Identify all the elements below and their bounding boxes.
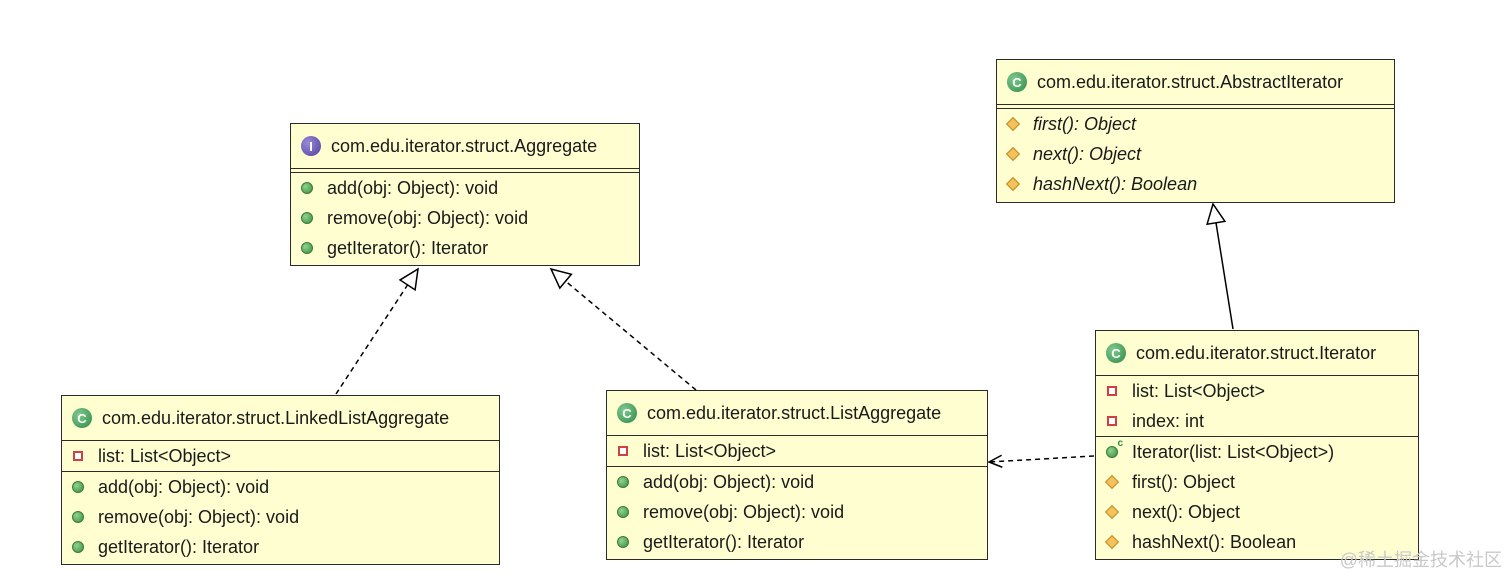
divider [997, 104, 1394, 109]
method-row: next(): Object [997, 139, 1394, 169]
field-row: list: List<Object> [1096, 376, 1418, 406]
class-name: com.edu.iterator.struct.AbstractIterator [1037, 71, 1344, 92]
method-row: Iterator(list: List<Object>) [1096, 437, 1418, 467]
divider [1096, 375, 1418, 376]
class-header: C com.edu.iterator.struct.AbstractIterat… [997, 60, 1394, 104]
dependency-iterator-to-listaggregate [987, 454, 1095, 468]
public-method-icon [301, 212, 313, 224]
public-method-icon [72, 481, 84, 493]
class-box-abstract-iterator[interactable]: C com.edu.iterator.struct.AbstractIterat… [996, 59, 1395, 203]
abstract-method-icon [1005, 176, 1021, 192]
method-row: next(): Object [1096, 497, 1418, 527]
public-method-icon [617, 506, 629, 518]
override-method-icon [1104, 534, 1120, 550]
divider [62, 440, 499, 441]
public-method-icon [72, 541, 84, 553]
override-method-icon [1104, 504, 1120, 520]
realization-list-to-aggregate [549, 267, 697, 391]
class-box-iterator[interactable]: C com.edu.iterator.struct.Iterator list:… [1095, 330, 1419, 560]
field-row: index: int [1096, 406, 1418, 436]
interface-icon: I [301, 136, 321, 156]
class-box-linked-list-aggregate[interactable]: C com.edu.iterator.struct.LinkedListAggr… [61, 395, 500, 565]
method-row: remove(obj: Object): void [607, 497, 987, 527]
method-row: first(): Object [997, 109, 1394, 139]
divider [1096, 436, 1418, 437]
field-row: list: List<Object> [607, 436, 987, 466]
class-name: com.edu.iterator.struct.LinkedListAggreg… [102, 407, 450, 428]
generalization-iterator-to-abstract [1206, 202, 1234, 330]
method-row: remove(obj: Object): void [291, 203, 639, 233]
realization-linkedlist-to-aggregate [335, 267, 419, 395]
public-method-icon [617, 536, 629, 548]
class-header: C com.edu.iterator.struct.ListAggregate [607, 391, 987, 435]
private-field-icon [618, 446, 628, 456]
field-row: list: List<Object> [62, 441, 499, 471]
method-row: add(obj: Object): void [291, 173, 639, 203]
method-row: first(): Object [1096, 467, 1418, 497]
method-row: hashNext(): Boolean [1096, 527, 1418, 557]
class-header: C com.edu.iterator.struct.Iterator [1096, 331, 1418, 375]
class-icon: C [617, 403, 637, 423]
method-row: add(obj: Object): void [62, 472, 499, 502]
class-header: I com.edu.iterator.struct.Aggregate [291, 124, 639, 168]
divider [607, 466, 987, 467]
watermark: @稀土掘金技术社区 [1339, 550, 1502, 570]
class-name: com.edu.iterator.struct.Iterator [1136, 342, 1377, 363]
divider [291, 168, 639, 173]
method-row: getIterator(): Iterator [607, 527, 987, 557]
method-row: getIterator(): Iterator [291, 233, 639, 263]
method-row: add(obj: Object): void [607, 467, 987, 497]
abstract-method-icon [1005, 146, 1021, 162]
abstract-method-icon [1005, 116, 1021, 132]
divider [62, 471, 499, 472]
class-icon: C [72, 408, 92, 428]
class-name: com.edu.iterator.struct.ListAggregate [647, 402, 942, 423]
class-header: C com.edu.iterator.struct.LinkedListAggr… [62, 396, 499, 440]
public-method-icon [617, 476, 629, 488]
private-field-icon [1107, 416, 1117, 426]
public-method-icon [72, 511, 84, 523]
private-field-icon [1107, 386, 1117, 396]
class-name: com.edu.iterator.struct.Aggregate [331, 135, 598, 156]
class-icon: C [1106, 343, 1126, 363]
private-field-icon [73, 451, 83, 461]
method-row: remove(obj: Object): void [62, 502, 499, 532]
constructor-icon [1106, 438, 1123, 458]
method-row: hashNext(): Boolean [997, 169, 1394, 199]
class-box-aggregate[interactable]: I com.edu.iterator.struct.Aggregate add(… [290, 123, 640, 266]
class-icon: C [1007, 72, 1027, 92]
public-method-icon [301, 182, 313, 194]
public-method-icon [301, 242, 313, 254]
override-method-icon [1104, 474, 1120, 490]
divider [607, 435, 987, 436]
class-box-list-aggregate[interactable]: C com.edu.iterator.struct.ListAggregate … [606, 390, 988, 560]
method-row: getIterator(): Iterator [62, 532, 499, 562]
